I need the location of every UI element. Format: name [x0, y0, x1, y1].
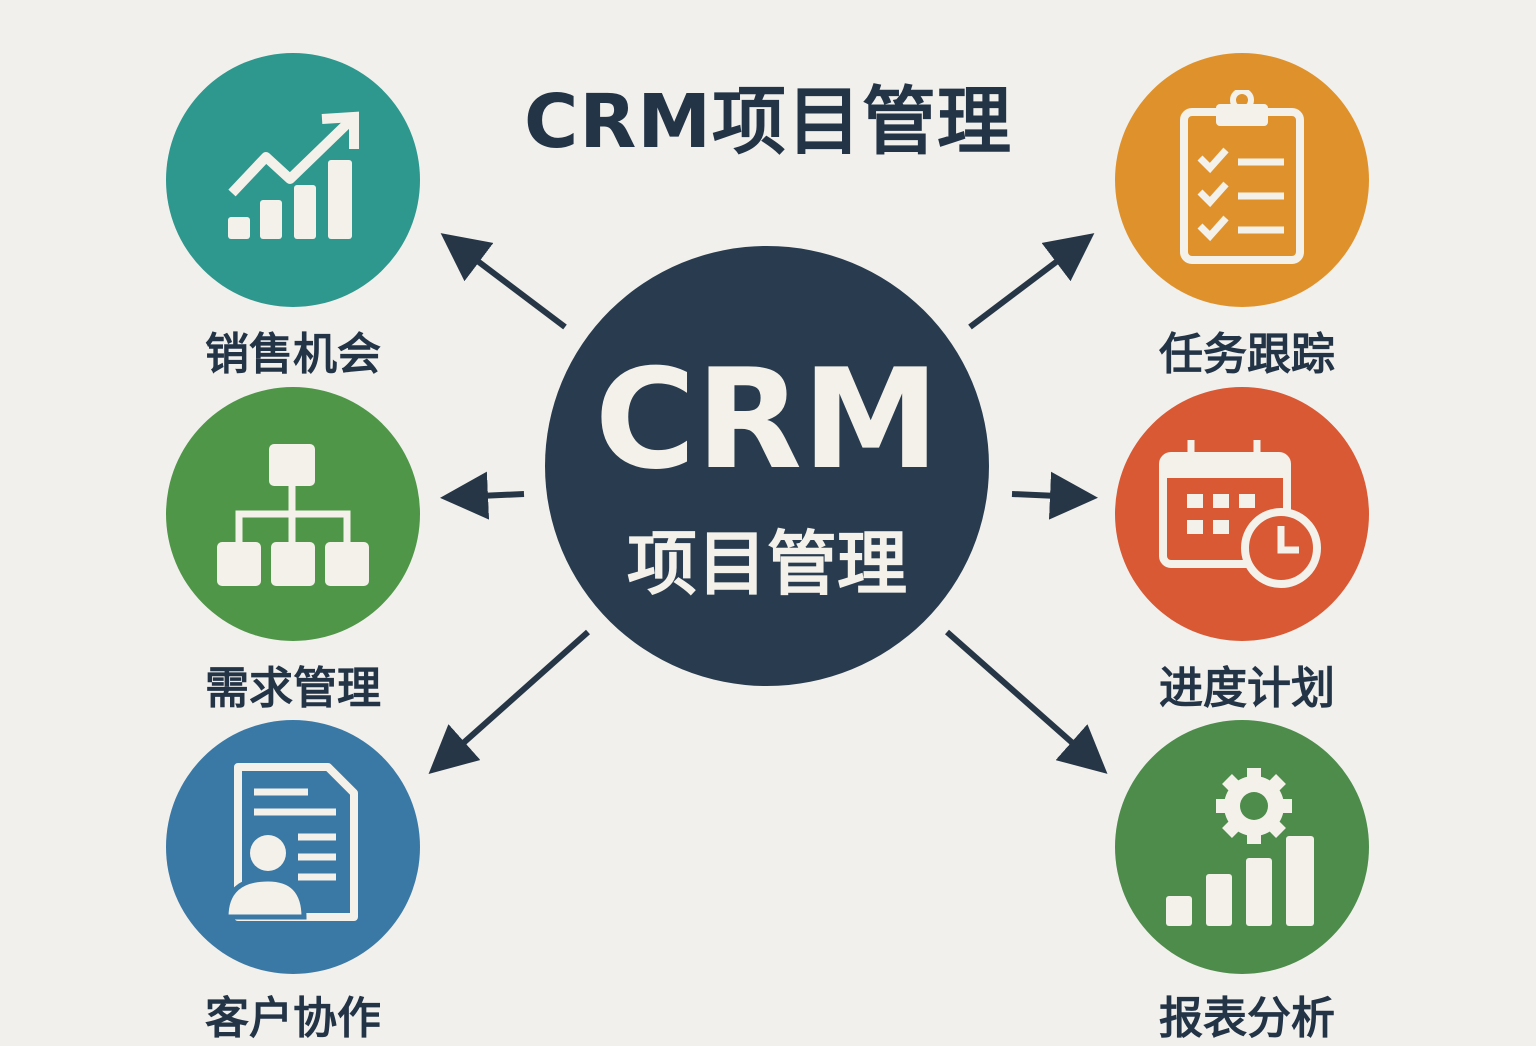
- growth-chart-icon: [228, 111, 359, 239]
- arrows: [428, 233, 1108, 774]
- calendar-clock-icon: [1159, 440, 1321, 588]
- label-sales: 销售机会: [205, 329, 381, 380]
- contact-document-icon: [223, 763, 358, 921]
- node-customer[interactable]: [166, 720, 420, 974]
- arrow-to-sales: [440, 233, 567, 330]
- node-requirements[interactable]: [166, 387, 420, 641]
- arrow-to-tasks: [968, 233, 1095, 330]
- arrow-to-customer: [428, 629, 590, 774]
- arrow-to-schedule: [1011, 471, 1098, 520]
- label-requirements: 需求管理: [205, 663, 381, 714]
- label-tasks: 任务跟踪: [1159, 329, 1335, 380]
- gear-bar-chart-icon: [1166, 768, 1314, 926]
- center-hub: CRM 项目管理: [545, 246, 989, 686]
- page-title: CRM项目管理: [524, 79, 1012, 165]
- arrow-to-requirements: [440, 471, 525, 520]
- checklist-clipboard-icon: [1180, 90, 1304, 264]
- node-tasks[interactable]: [1115, 53, 1369, 307]
- hierarchy-icon: [217, 444, 369, 586]
- label-customer: 客户协作: [205, 993, 381, 1044]
- label-schedule: 进度计划: [1159, 663, 1335, 714]
- node-schedule[interactable]: [1115, 387, 1369, 641]
- node-reports[interactable]: [1115, 720, 1369, 974]
- center-title: CRM: [594, 339, 940, 500]
- label-reports: 报表分析: [1159, 993, 1335, 1044]
- node-sales[interactable]: [166, 53, 420, 307]
- center-subtitle: 项目管理: [627, 523, 907, 605]
- arrow-to-reports: [945, 629, 1108, 774]
